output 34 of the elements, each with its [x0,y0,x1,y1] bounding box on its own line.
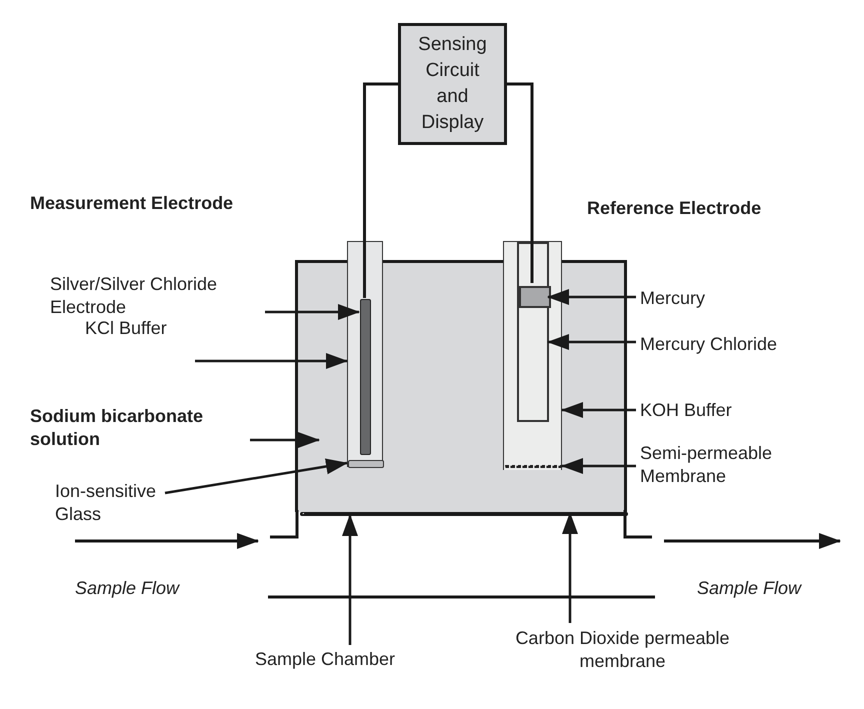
membrane-line [504,465,563,469]
membrane-line [300,512,628,516]
label-text: KCl Buffer [85,316,168,340]
flow-label: Sample Flow [75,578,180,599]
leader-line [561,458,636,474]
label-text: Sample Chamber [254,648,396,670]
electrode-rod [360,299,371,455]
label-text: Semi-permeable Membrane [640,442,774,488]
reference-tube [503,241,562,470]
label-text: Mercury Chloride [640,332,778,356]
label-text: KOH Buffer [640,398,733,422]
leader-line [561,402,636,418]
flow-label: Sample Flow [697,578,802,599]
leader-line [250,432,320,448]
leader-line [342,514,358,645]
leader-line [164,458,348,494]
wire [507,82,534,283]
label-text: Ion-sensitive Glass [55,480,158,526]
label-text: Mercury [640,286,706,310]
leader-line [547,289,636,305]
heading-label: Reference Electrode [587,198,762,219]
label-text: Sodium bicarbonate solution [30,405,204,451]
heading-label: Measurement Electrode [30,193,234,214]
inner-tube [517,242,549,422]
glass-tip [348,460,384,468]
wire [363,82,398,298]
glass-tube [347,241,383,467]
label-text: Carbon Dioxide permeable membrane [514,627,731,673]
leader-line [547,334,636,350]
circuit-box: Sensing Circuit and Display [398,23,507,145]
leader-line [195,353,348,369]
mercury-blob [519,286,551,308]
label-text: Silver/Silver Chloride Electrode [50,273,218,319]
leader-line [265,304,360,320]
